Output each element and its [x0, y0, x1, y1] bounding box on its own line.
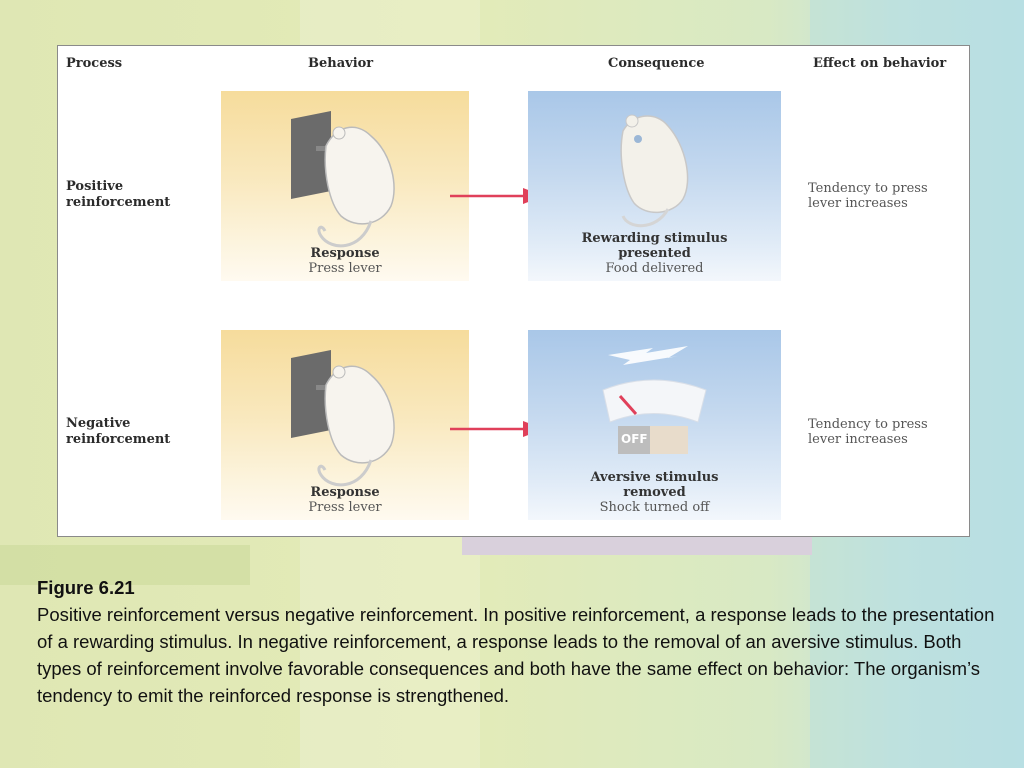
lightning-bolt-icon: [608, 346, 688, 365]
behavior-caption-positive: Response Press lever: [308, 246, 382, 276]
shock-meter-illustration: [602, 346, 707, 454]
background-decoration: [0, 545, 250, 585]
reinforcement-figure: Process Behavior Consequence Effect on b…: [57, 45, 970, 537]
off-switch-label: OFF: [621, 432, 648, 446]
effect-negative: Tendency to press lever increases: [808, 417, 928, 447]
figure-caption-text: Positive reinforcement versus negative r…: [37, 604, 995, 706]
consequence-box-negative: OFF Aversive stimulus removed Shock turn…: [528, 330, 781, 520]
consequence-caption-negative: Aversive stimulus removed Shock turned o…: [590, 470, 719, 515]
column-header-process: Process: [66, 56, 123, 71]
behavior-box-positive: Response Press lever: [221, 91, 469, 281]
column-header-behavior: Behavior: [308, 56, 374, 71]
meter-needle-icon: [618, 395, 638, 415]
column-header-consequence: Consequence: [608, 56, 705, 71]
consequence-box-positive: Rewarding stimulus presented Food delive…: [528, 91, 781, 281]
process-label-negative: Negative reinforcement: [66, 416, 171, 447]
process-label-positive: Positive reinforcement: [66, 179, 171, 210]
figure-caption: Figure 6.21 Positive reinforcement versu…: [37, 574, 997, 709]
column-header-effect: Effect on behavior: [813, 56, 947, 71]
figure-caption-title: Figure 6.21: [37, 577, 135, 598]
rat-eating-food-illustration: [620, 114, 689, 228]
rat-pressing-lever-illustration: [291, 111, 395, 248]
background-decoration: [462, 535, 812, 555]
behavior-caption-negative: Response Press lever: [308, 485, 382, 515]
behavior-box-negative: Response Press lever: [221, 330, 469, 520]
effect-positive: Tendency to press lever increases: [808, 181, 928, 211]
rat-pressing-lever-illustration: [291, 350, 395, 487]
consequence-caption-positive: Rewarding stimulus presented Food delive…: [581, 231, 728, 276]
